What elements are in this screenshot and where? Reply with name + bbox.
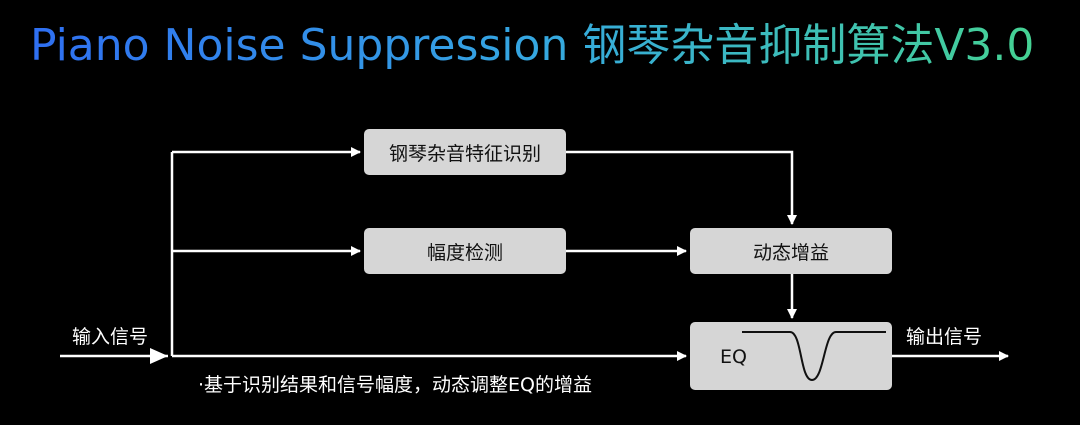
diagram-title: Piano Noise Suppression 钢琴杂音抑制算法V3.0	[30, 14, 1060, 78]
feature-recognition-box: 钢琴杂音特征识别	[364, 129, 566, 175]
output-signal-label: 输出信号	[906, 326, 983, 348]
eq-box: EQ	[690, 322, 892, 390]
amplitude-detection-box: 幅度检测	[364, 228, 566, 274]
input-signal-label: 输入信号	[72, 326, 149, 348]
input-arrowhead	[150, 348, 168, 364]
amplitude-detection-label: 幅度检测	[426, 241, 503, 264]
dynamic-gain-label: 动态增益	[752, 241, 829, 264]
feature-to-gain-line	[566, 150, 797, 225]
eq-label: EQ	[720, 346, 747, 368]
eq-notch-curve-icon	[742, 331, 886, 382]
feature-recognition-label: 钢琴杂音特征识别	[388, 142, 541, 165]
dynamic-gain-box: 动态增益	[690, 228, 892, 274]
algorithm-note: ·基于识别结果和信号幅度，动态调整EQ的增益	[198, 374, 593, 396]
